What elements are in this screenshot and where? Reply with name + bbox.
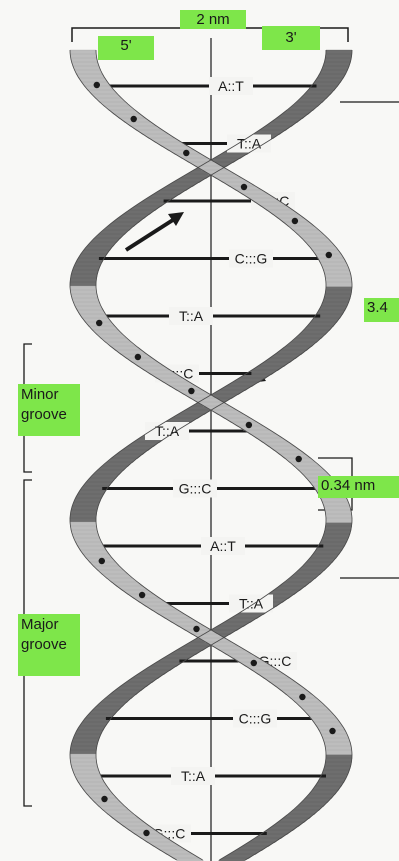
- phosphate-dot: [296, 456, 302, 462]
- phosphate-dot: [241, 184, 247, 190]
- phosphate-dot: [94, 82, 100, 88]
- phosphate-dot: [143, 830, 149, 836]
- phosphate-dot: [299, 694, 305, 700]
- phosphate-dot: [193, 626, 199, 632]
- base-pair-label: A::T: [210, 538, 236, 554]
- strand-b-backbone-segment: [326, 518, 352, 523]
- phosphate-dot: [96, 320, 102, 326]
- phosphate-dot: [251, 660, 257, 666]
- phosphate-dot: [292, 218, 298, 224]
- phosphate-dot: [246, 422, 252, 428]
- base-pair-label: T::A: [239, 596, 264, 612]
- strand-a-backbone-segment: [326, 282, 352, 287]
- phosphate-dot: [131, 116, 137, 122]
- strand-5-prime-label: 5': [98, 36, 154, 60]
- phosphate-dot: [188, 388, 194, 394]
- width-label: 2 nm: [180, 10, 246, 29]
- minor-groove-label: Minor groove: [18, 384, 80, 436]
- base-pair-label: G:::C: [179, 481, 212, 497]
- base-pair-label: T::A: [179, 308, 204, 324]
- strand-3-prime-label: 3': [262, 26, 320, 50]
- base-pair-label: C:::G: [235, 251, 268, 267]
- phosphate-dot: [139, 592, 145, 598]
- phosphate-dot: [99, 558, 105, 564]
- phosphate-dot: [326, 252, 332, 258]
- phosphate-dot: [101, 796, 107, 802]
- base-pair-label: T::A: [237, 136, 262, 152]
- phosphate-dot: [329, 728, 335, 734]
- base-pair-label: C:::G: [239, 711, 272, 727]
- pitch-label: 3.4: [364, 298, 399, 322]
- major-groove-label: Major groove: [18, 614, 80, 676]
- rise-label: 0.34 nm: [318, 476, 399, 498]
- phosphate-dot: [135, 354, 141, 360]
- phosphate-dot: [183, 150, 189, 156]
- base-pair-label: A::T: [218, 78, 244, 94]
- base-pair-label: T::A: [181, 768, 206, 784]
- strand-a-backbone-segment: [326, 750, 352, 755]
